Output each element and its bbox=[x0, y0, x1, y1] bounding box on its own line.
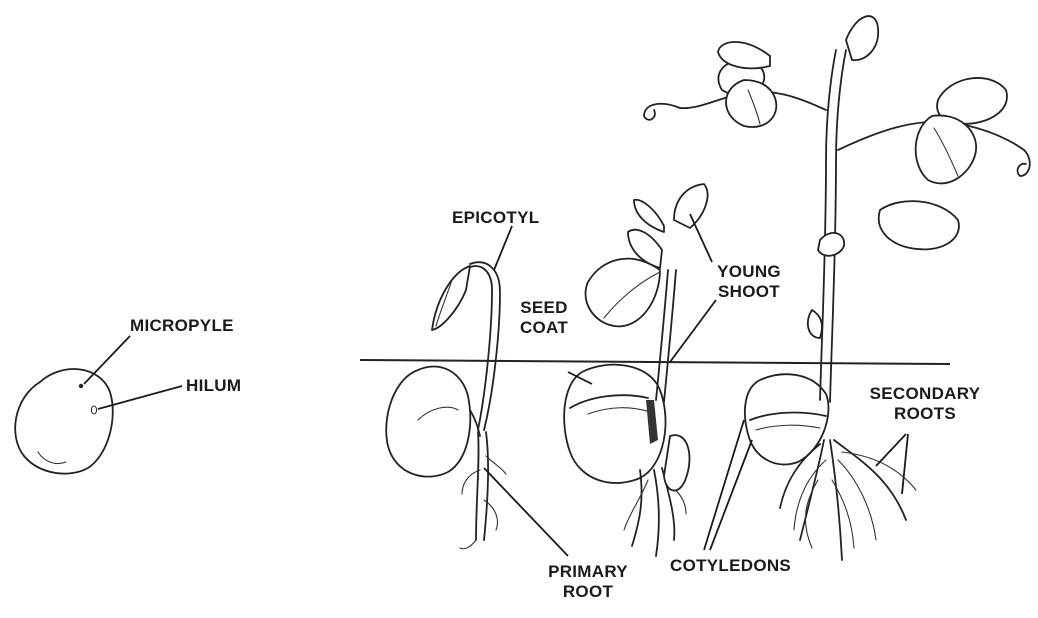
label-secondary-roots-line-1: SECONDARY bbox=[850, 384, 1000, 404]
leader-cotyledons-1 bbox=[704, 420, 744, 550]
whole-seed bbox=[15, 369, 113, 474]
soil-line bbox=[360, 360, 950, 364]
leader-secondary-roots-1 bbox=[876, 434, 906, 466]
label-micropyle: MICROPYLE bbox=[130, 316, 234, 336]
label-secondary-roots-line-2: ROOTS bbox=[850, 404, 1000, 424]
label-young-shoot: YOUNG SHOOT bbox=[706, 262, 792, 302]
label-seed-coat-line-2: COAT bbox=[508, 318, 580, 338]
label-hilum: HILUM bbox=[186, 376, 241, 396]
label-young-shoot-line-2: SHOOT bbox=[706, 282, 792, 302]
label-primary-root: PRIMARY ROOT bbox=[536, 562, 640, 602]
leader-secondary-roots-2 bbox=[902, 434, 908, 494]
seedling-mature-stage bbox=[644, 16, 1030, 560]
leader-young-shoot-top bbox=[690, 214, 712, 262]
label-seed-coat: SEED COAT bbox=[508, 298, 580, 338]
label-secondary-roots: SECONDARY ROOTS bbox=[850, 384, 1000, 424]
seedling-epicotyl-stage bbox=[386, 262, 506, 548]
label-seed-coat-line-1: SEED bbox=[508, 298, 580, 318]
label-cotyledons: COTYLEDONS bbox=[670, 556, 791, 576]
label-primary-root-line-1: PRIMARY bbox=[536, 562, 640, 582]
leader-epicotyl bbox=[494, 226, 512, 270]
label-young-shoot-line-1: YOUNG bbox=[706, 262, 792, 282]
leader-micropyle bbox=[84, 336, 130, 384]
label-primary-root-line-2: ROOT bbox=[536, 582, 640, 602]
label-epicotyl: EPICOTYL bbox=[452, 208, 539, 228]
micropyle-dot bbox=[79, 384, 83, 388]
seedling-young-shoot-stage bbox=[564, 184, 707, 556]
leader-primary-root bbox=[484, 468, 568, 556]
leader-young-shoot-bottom bbox=[670, 300, 716, 362]
leader-cotyledons-2 bbox=[710, 440, 752, 550]
